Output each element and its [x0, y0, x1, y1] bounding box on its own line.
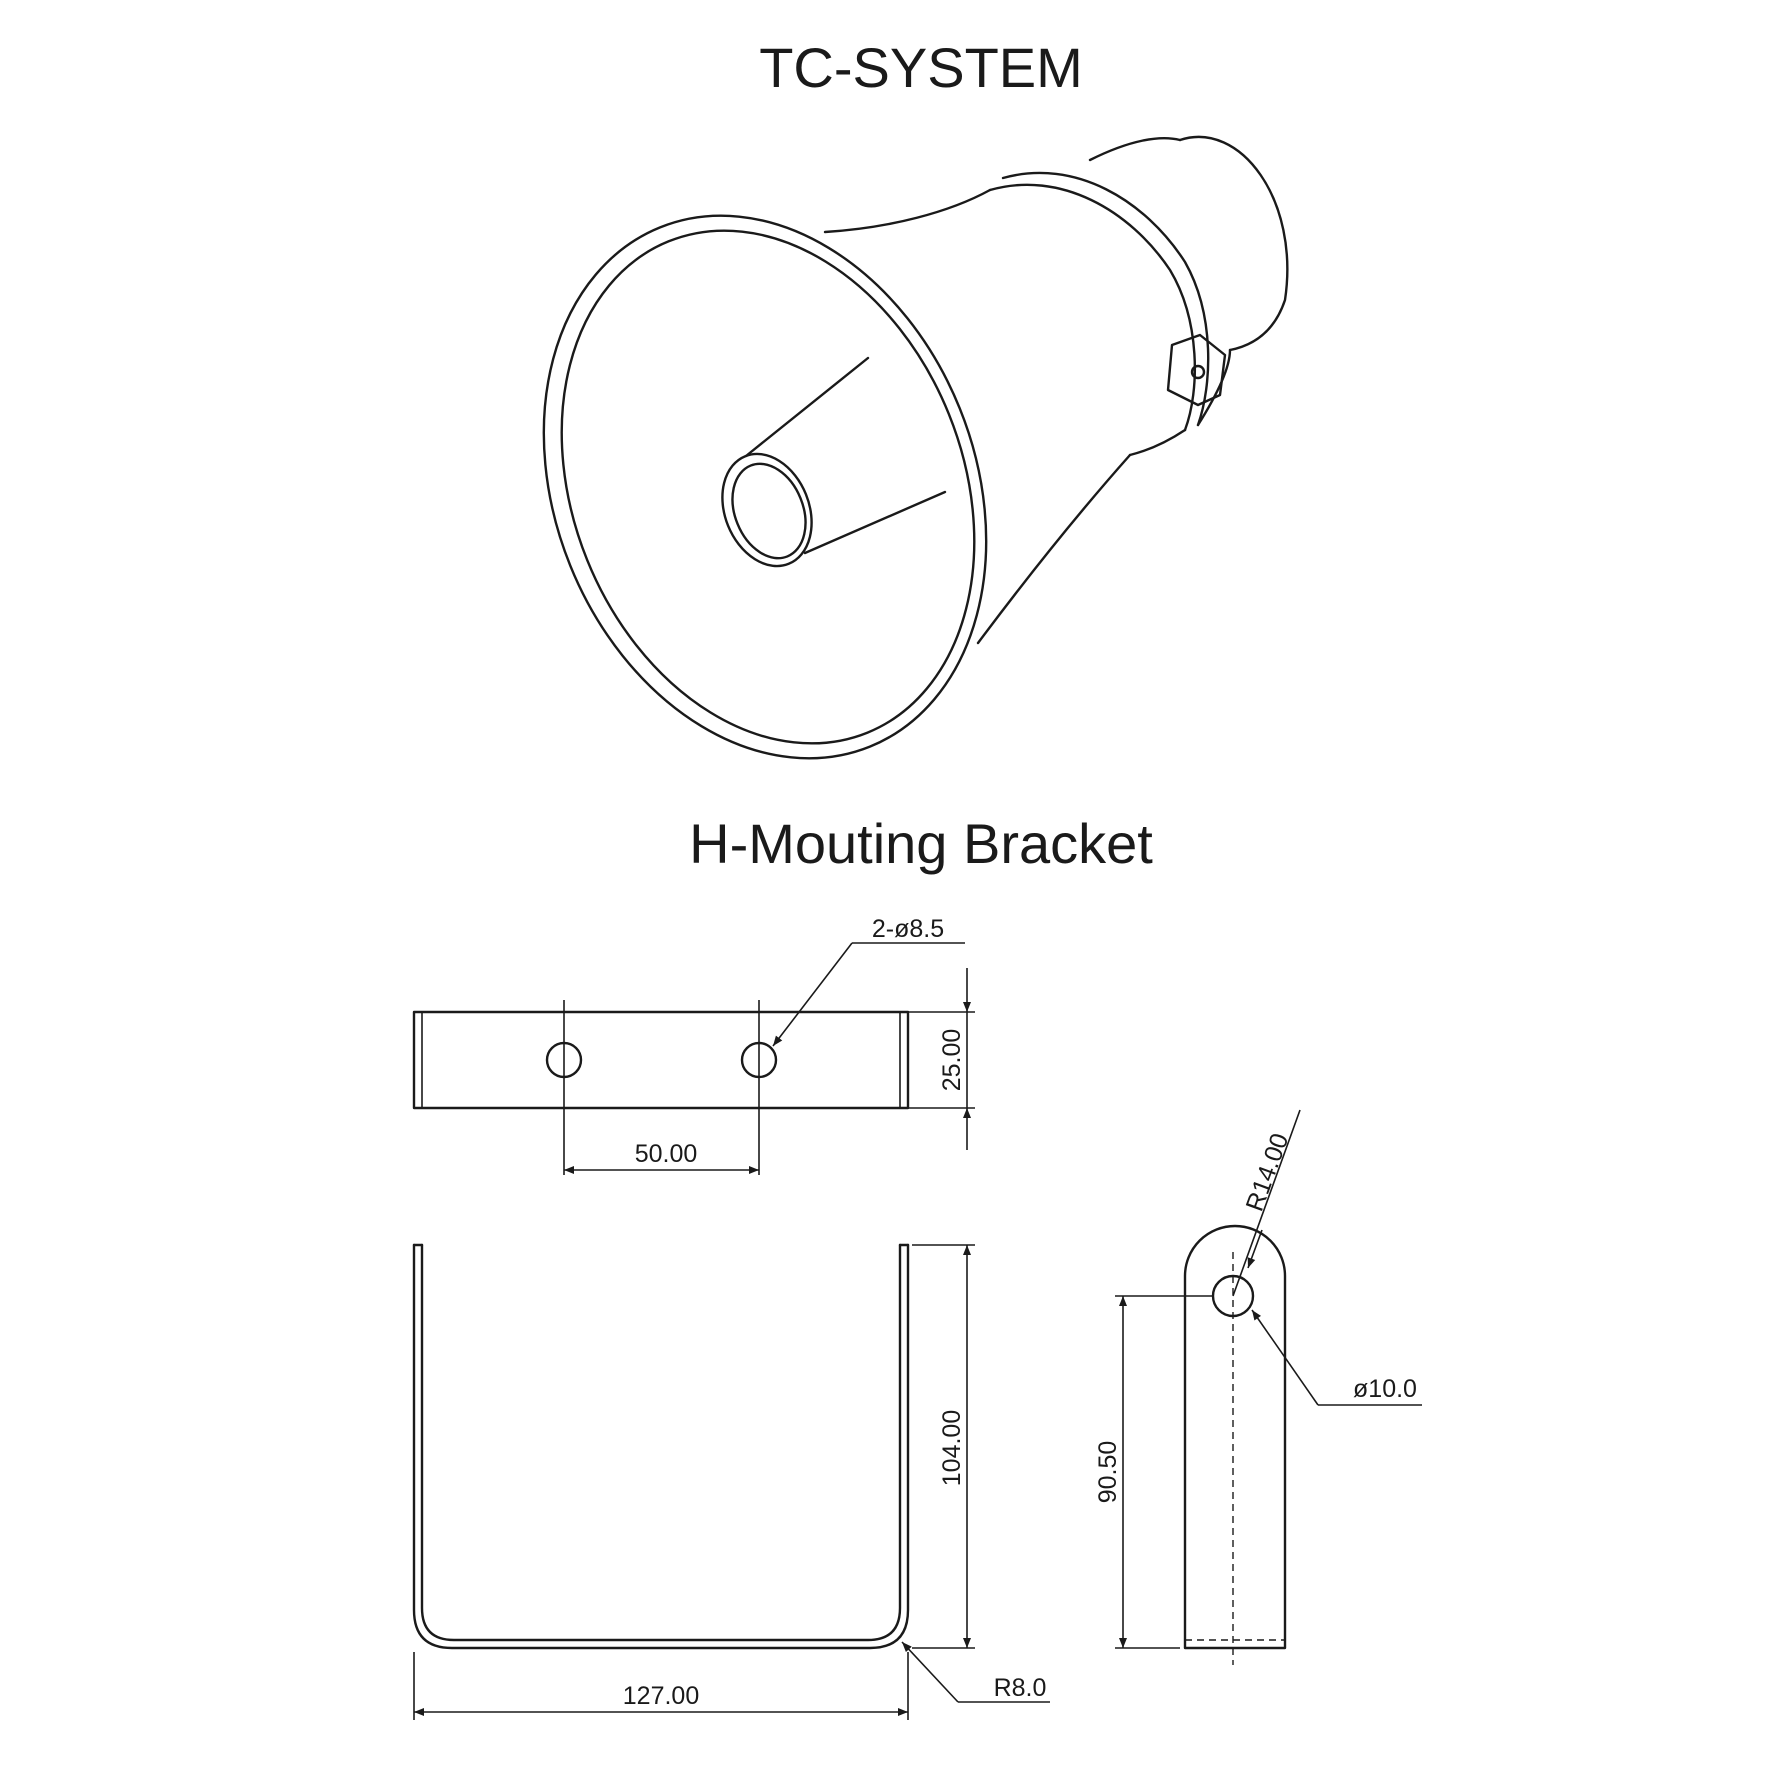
dim-front-height: 104.00	[938, 1410, 966, 1486]
bracket-top-view: 50.00 25.00 2-ø8.5	[412, 915, 975, 1175]
dim-holes: 2-ø8.5	[872, 915, 944, 943]
dim-bend-radius: R8.0	[994, 1674, 1047, 1702]
bracket-front-view: 104.00 127.00 R8.0	[412, 1243, 1050, 1720]
drawing-title: TC-SYSTEM	[759, 36, 1083, 99]
bracket-side-view: 90.50 R14.00 ø10.0	[1094, 1109, 1422, 1665]
dim-top-height: 25.00	[938, 1029, 966, 1092]
dim-tab-radius: R14.00	[1241, 1130, 1295, 1215]
dim-hole-dia: ø10.0	[1353, 1375, 1417, 1403]
horn-speaker-illustration	[542, 135, 1289, 760]
bracket-title: H-Mouting Bracket	[689, 812, 1153, 875]
dim-width: 127.00	[623, 1682, 699, 1710]
dim-hole-spacing: 50.00	[635, 1140, 698, 1168]
dim-hole-height: 90.50	[1094, 1441, 1122, 1504]
